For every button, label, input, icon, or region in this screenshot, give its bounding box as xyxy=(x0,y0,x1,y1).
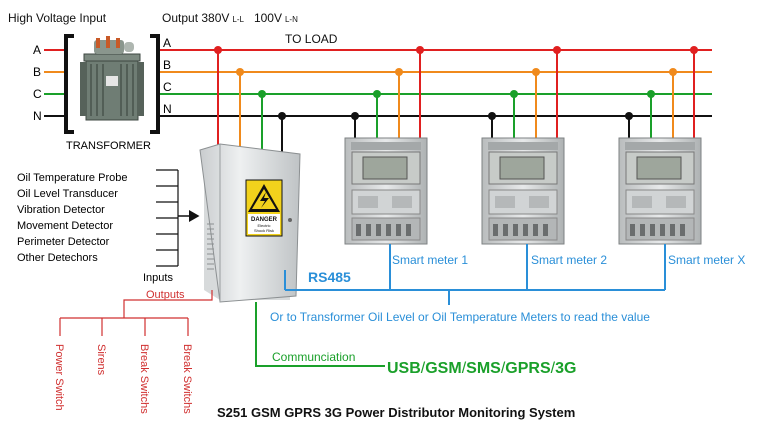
phase-in-n: N xyxy=(33,109,42,123)
oil-meter-note: Or to Transformer Oil Level or Oil Tempe… xyxy=(270,310,650,324)
smart-meter-2 xyxy=(481,137,565,245)
input-label: High Voltage Input xyxy=(8,11,107,25)
sensor-vibration: Vibration Detector xyxy=(17,204,105,216)
sensor-perimeter: Perimeter Detector xyxy=(17,236,110,248)
sensor-movement: Movement Detector xyxy=(17,220,113,232)
sensor-oil-level: Oil Level Transducer xyxy=(17,188,118,200)
danger-sign: DANGER Electric Shock Risk xyxy=(245,179,283,237)
outputs-wiring xyxy=(59,290,213,336)
input-lines xyxy=(44,49,64,117)
danger-line-1: Electric xyxy=(257,223,270,228)
meter-x-label: Smart meter X xyxy=(668,253,745,267)
danger-line-2: Shock Risk xyxy=(254,228,274,233)
meter-2-label: Smart meter 2 xyxy=(531,253,607,267)
communication-line xyxy=(255,302,385,367)
bracket-right xyxy=(150,34,160,134)
smart-meter-x xyxy=(618,137,702,245)
comm-mode-gprs: GPRS xyxy=(505,360,551,377)
phase-in-a: A xyxy=(33,43,41,57)
communication-label: Communciation xyxy=(272,350,355,364)
output-break-switchs-2: Break Switchs xyxy=(181,344,193,414)
footer-title: S251 GSM GPRS 3G Power Distributor Monit… xyxy=(217,405,575,420)
output-lines xyxy=(160,49,712,117)
bracket-left xyxy=(64,34,74,134)
transformer-icon xyxy=(80,36,144,121)
phase-out-a: A xyxy=(163,36,171,50)
inputs-label: Inputs xyxy=(143,272,173,284)
comm-mode-3g: 3G xyxy=(555,360,576,377)
sensor-oil-temp: Oil Temperature Probe xyxy=(17,172,127,184)
meter-2-taps xyxy=(488,46,561,138)
sensor-input-lines xyxy=(156,169,179,267)
output-break-switchs-1: Break Switchs xyxy=(138,344,150,414)
box-taps xyxy=(214,46,286,152)
sensor-other: Other Detechors xyxy=(17,252,98,264)
comm-mode-sms: SMS xyxy=(466,360,501,377)
rs485-label: RS485 xyxy=(308,269,351,285)
output-power-switch: Power Switch xyxy=(53,344,65,411)
phase-in-c: C xyxy=(33,87,42,101)
transformer-label: TRANSFORMER xyxy=(66,140,151,152)
meter-1-taps xyxy=(351,46,424,138)
phase-in-b: B xyxy=(33,65,41,79)
phase-out-b: B xyxy=(163,58,171,72)
phase-out-c: C xyxy=(163,80,172,94)
smart-meter-1 xyxy=(344,137,428,245)
rs485-bus xyxy=(284,244,666,305)
phase-out-n: N xyxy=(163,102,172,116)
comm-modes: USB/GSM/SMS/GPRS/3G xyxy=(387,360,576,377)
comm-mode-usb: USB xyxy=(387,360,421,377)
to-load-label: TO LOAD xyxy=(285,32,338,46)
danger-title: DANGER xyxy=(251,217,278,223)
output-sirens: Sirens xyxy=(95,344,107,376)
comm-mode-gsm: GSM xyxy=(425,360,461,377)
meter-1-label: Smart meter 1 xyxy=(392,253,468,267)
outputs-label: Outputs xyxy=(146,289,185,301)
meter-x-taps xyxy=(625,46,698,138)
